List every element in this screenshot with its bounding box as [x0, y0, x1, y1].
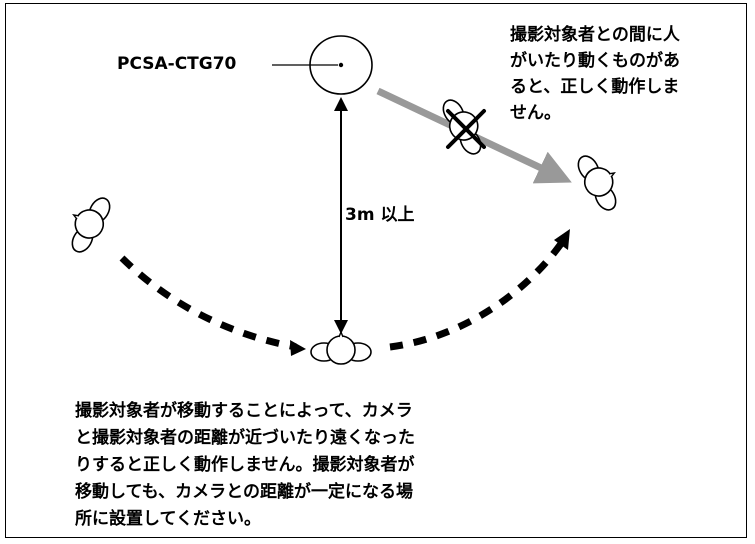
distance-label: 3m 以上: [345, 205, 415, 225]
camera-device: [272, 35, 373, 95]
cross-mark-icon: [446, 109, 486, 149]
device-label: PCSA-CTG70: [117, 54, 237, 74]
movement-arrowhead-right: [554, 229, 570, 250]
person-left-icon: [57, 188, 118, 258]
instruction-note: 撮影対象者が移動することによって、カメラ と撮影対象者の距離が近づいたり遠くなっ…: [75, 401, 415, 529]
movement-arrowhead-left: [290, 340, 306, 356]
person-bottom-icon: [310, 331, 372, 365]
movement-path-right: [389, 238, 566, 351]
movement-path-left: [119, 255, 297, 351]
diagram-frame: [5, 3, 747, 538]
camera-center-dot: [338, 62, 344, 68]
person-right-icon: [570, 146, 631, 216]
warning-note: 撮影対象者との間に人 がいたり動くものがあ ると、正しく動作しま せん。: [510, 25, 680, 123]
